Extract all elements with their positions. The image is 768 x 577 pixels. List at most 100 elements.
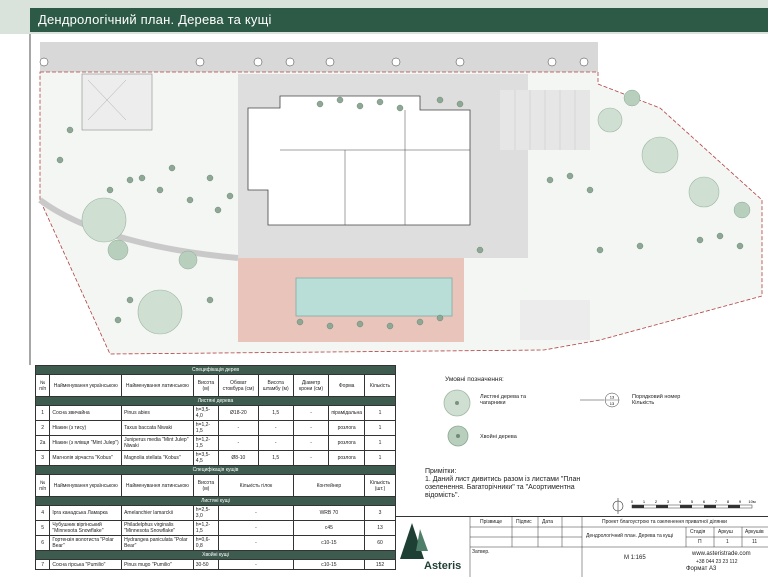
scale-label: 6 bbox=[703, 499, 706, 504]
table-row: 1 Сосна звичайна Pinus abies h=3,5-4,0 Ø… bbox=[34, 405, 396, 421]
scale-segment bbox=[728, 505, 740, 508]
scale-segment bbox=[656, 505, 668, 508]
cell-ua: Чубушник віргінський "Minnesota Snowflak… bbox=[49, 520, 123, 536]
marker-icon: 13 13 bbox=[580, 392, 620, 408]
tb-site: www.asteristrade.com bbox=[692, 551, 751, 557]
cell-num: 4 bbox=[34, 505, 51, 521]
legend: Умовні позначення: Листяні дерева та чаг… bbox=[440, 372, 740, 482]
cell-stem: 1,5 bbox=[257, 405, 294, 421]
cell-num: 1 bbox=[34, 405, 51, 421]
spec-shrubs-subtitle2: Хвойні кущі bbox=[35, 550, 396, 560]
cell-ua: Сосна гірська "Pumilio" bbox=[49, 559, 123, 570]
scale-segment bbox=[704, 505, 716, 508]
number-markers bbox=[39, 57, 589, 67]
company-logo bbox=[400, 523, 428, 559]
title-block-grid bbox=[469, 517, 768, 577]
cell-container: c10-15 bbox=[292, 535, 366, 551]
specification-table: Специфікація дерев № п/п Найменування ук… bbox=[34, 365, 396, 570]
scale-label: 9 bbox=[739, 499, 742, 504]
cell-qty: 13 bbox=[364, 520, 396, 536]
cell-height: 30-50 bbox=[192, 559, 220, 570]
cell-height: h=0,6-0,8 bbox=[192, 535, 220, 551]
cell-ua: Магнолія зірчаста "Kobus" bbox=[49, 450, 123, 466]
col-ua: Найменування українською bbox=[49, 474, 123, 497]
table-row: 6 Гортензія волотиста "Polar Bear" Hydra… bbox=[34, 535, 396, 551]
cell-num: 7 bbox=[34, 559, 51, 570]
legend-deciduous-label: Листяні дерева та чагарники bbox=[480, 394, 527, 406]
tb-stage-label: Стадія bbox=[690, 529, 706, 535]
table-row: 3 Магнолія зірчаста "Kobus" Magnolia ste… bbox=[34, 450, 396, 466]
tb-project: Проект благоустрою та озеленення приватн… bbox=[602, 519, 727, 525]
tb-phone: +38 044 23 23 112 bbox=[696, 559, 738, 565]
cell-lat: Taxus baccata Niwaki bbox=[121, 420, 194, 436]
cell-branches: - bbox=[218, 535, 294, 551]
cell-num: 2 bbox=[34, 420, 51, 436]
table-row: 4 Ірга канадська Ламарка Amelanchier lam… bbox=[34, 505, 396, 521]
garden-path bbox=[38, 197, 239, 261]
cell-form: розлога bbox=[328, 435, 366, 451]
cell-stem: 1,5 bbox=[257, 450, 294, 466]
cell-ua: Ніакин (з тису) bbox=[49, 420, 123, 436]
cell-qty: 3 bbox=[364, 505, 396, 521]
col-container: Контейнер bbox=[292, 474, 366, 497]
cell-lat: Pinus abies bbox=[121, 405, 194, 421]
cell-girth: - bbox=[218, 420, 259, 436]
cell-num: 6 bbox=[34, 535, 51, 551]
sheet-format: Формат А3 bbox=[686, 566, 717, 572]
conifer-tree-icon bbox=[447, 425, 469, 447]
cell-ua: Ніакин (з ялівця "Mint Julep") bbox=[49, 435, 123, 451]
scale-label: 10м bbox=[748, 499, 755, 504]
marker-qty: 13 bbox=[610, 401, 615, 406]
tb-col-sign: Підпис bbox=[516, 519, 532, 525]
cell-height: h=1,2-1,5 bbox=[192, 420, 220, 436]
cell-crown: - bbox=[292, 435, 330, 451]
tb-sheet-name: Дендрологічний план. Дерева та кущі bbox=[586, 533, 674, 539]
cell-qty: 1 bbox=[364, 420, 396, 436]
scale-label: 1 bbox=[643, 499, 646, 504]
col-ua: Найменування українською bbox=[49, 374, 123, 397]
col-height: Висота (м) bbox=[192, 374, 220, 397]
cell-num: 2а bbox=[34, 435, 51, 451]
scale-label: 0 bbox=[631, 499, 634, 504]
tb-sheet-label: Аркуш bbox=[718, 529, 733, 535]
cell-ua: Сосна звичайна bbox=[49, 405, 123, 421]
cell-container: c10-15 bbox=[292, 559, 366, 570]
cell-lat: Magnolia stellata "Kobus" bbox=[121, 450, 194, 466]
tb-stage: П bbox=[698, 539, 702, 545]
deciduous-trees bbox=[81, 107, 720, 335]
site-plan bbox=[29, 34, 763, 365]
marker-num: 13 bbox=[610, 395, 615, 400]
cell-height: h=1,2-1,5 bbox=[192, 435, 220, 451]
scale-label: 8 bbox=[727, 499, 730, 504]
cell-num: 5 bbox=[34, 520, 51, 536]
cell-form: пірамідальна bbox=[328, 405, 366, 421]
cell-ua: Гортензія волотиста "Polar Bear" bbox=[49, 535, 123, 551]
scale-segment bbox=[680, 505, 692, 508]
col-stem: Висота штамбу (м) bbox=[257, 374, 294, 397]
legend-conifer-label: Хвойні дерева bbox=[480, 434, 517, 440]
company-name: Asteris bbox=[424, 560, 462, 572]
notes-text: 1. Даний лист дивитись разом із листами … bbox=[425, 476, 581, 499]
house bbox=[247, 95, 471, 226]
cell-num: 3 bbox=[34, 450, 51, 466]
cell-form: розлога bbox=[328, 450, 366, 466]
cell-qty: 152 bbox=[364, 559, 396, 570]
cell-crown: - bbox=[292, 420, 330, 436]
cell-lat: Juniperus media "Mint Julep" Niwaki bbox=[121, 435, 194, 451]
col-form: Форма bbox=[328, 374, 366, 397]
cell-form: розлога bbox=[328, 420, 366, 436]
cell-lat: Hydrangea paniculata "Polar Bear" bbox=[121, 535, 194, 551]
cell-height: h=3,5-4,5 bbox=[192, 450, 220, 466]
table-row: 7 Сосна гірська "Pumilio" Pinus mugo "Pu… bbox=[34, 559, 396, 570]
page-title: Дендрологічний план. Дерева та кущі bbox=[38, 12, 272, 27]
garage bbox=[81, 73, 153, 131]
tb-sheets: 11 bbox=[752, 539, 758, 545]
cell-girth: - bbox=[218, 435, 259, 451]
tb-sheet: 1 bbox=[726, 539, 729, 545]
cell-girth: Ø8-10 bbox=[218, 450, 259, 466]
col-lat: Найменування латинською bbox=[121, 374, 194, 397]
scale-label: 7 bbox=[715, 499, 718, 504]
pool bbox=[295, 277, 453, 317]
col-num: № п/п bbox=[34, 374, 51, 397]
